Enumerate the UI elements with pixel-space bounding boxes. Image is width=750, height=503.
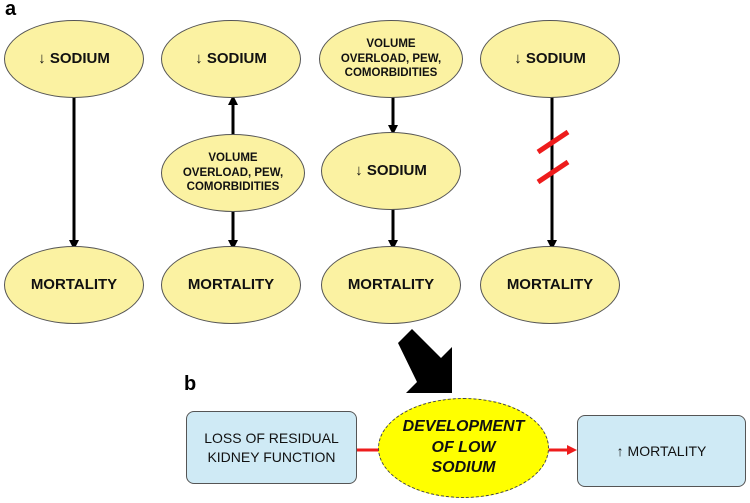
col2-sodium-node: ↓ SODIUM	[161, 20, 301, 98]
panel-label-a: a	[5, 0, 17, 20]
col3-sodium-node: ↓ SODIUM	[321, 132, 461, 210]
loss-residual-kidney-function-box: LOSS OF RESIDUAL KIDNEY FUNCTION	[186, 411, 357, 484]
break-mark-2	[536, 159, 570, 185]
big-down-arrow	[398, 329, 452, 393]
col2-confounder-node: VOLUME OVERLOAD, PEW, COMORBIDITIES	[161, 134, 305, 212]
col1-sodium-node: ↓ SODIUM	[4, 20, 144, 98]
panel-label-b: b	[184, 373, 197, 395]
col4-mortality-node: MORTALITY	[480, 246, 620, 324]
col3-confounder-node: VOLUME OVERLOAD, PEW, COMORBIDITIES	[319, 20, 463, 98]
break-mark-1	[536, 129, 570, 155]
col2-mortality-node: MORTALITY	[161, 246, 301, 324]
col4-sodium-node: ↓ SODIUM	[480, 20, 620, 98]
development-low-sodium-node: DEVELOPMENT OF LOW SODIUM	[378, 398, 549, 498]
col1-mortality-node: MORTALITY	[4, 246, 144, 324]
mortality-outcome-box: ↑ MORTALITY	[577, 415, 746, 487]
col3-mortality-node: MORTALITY	[321, 246, 461, 324]
